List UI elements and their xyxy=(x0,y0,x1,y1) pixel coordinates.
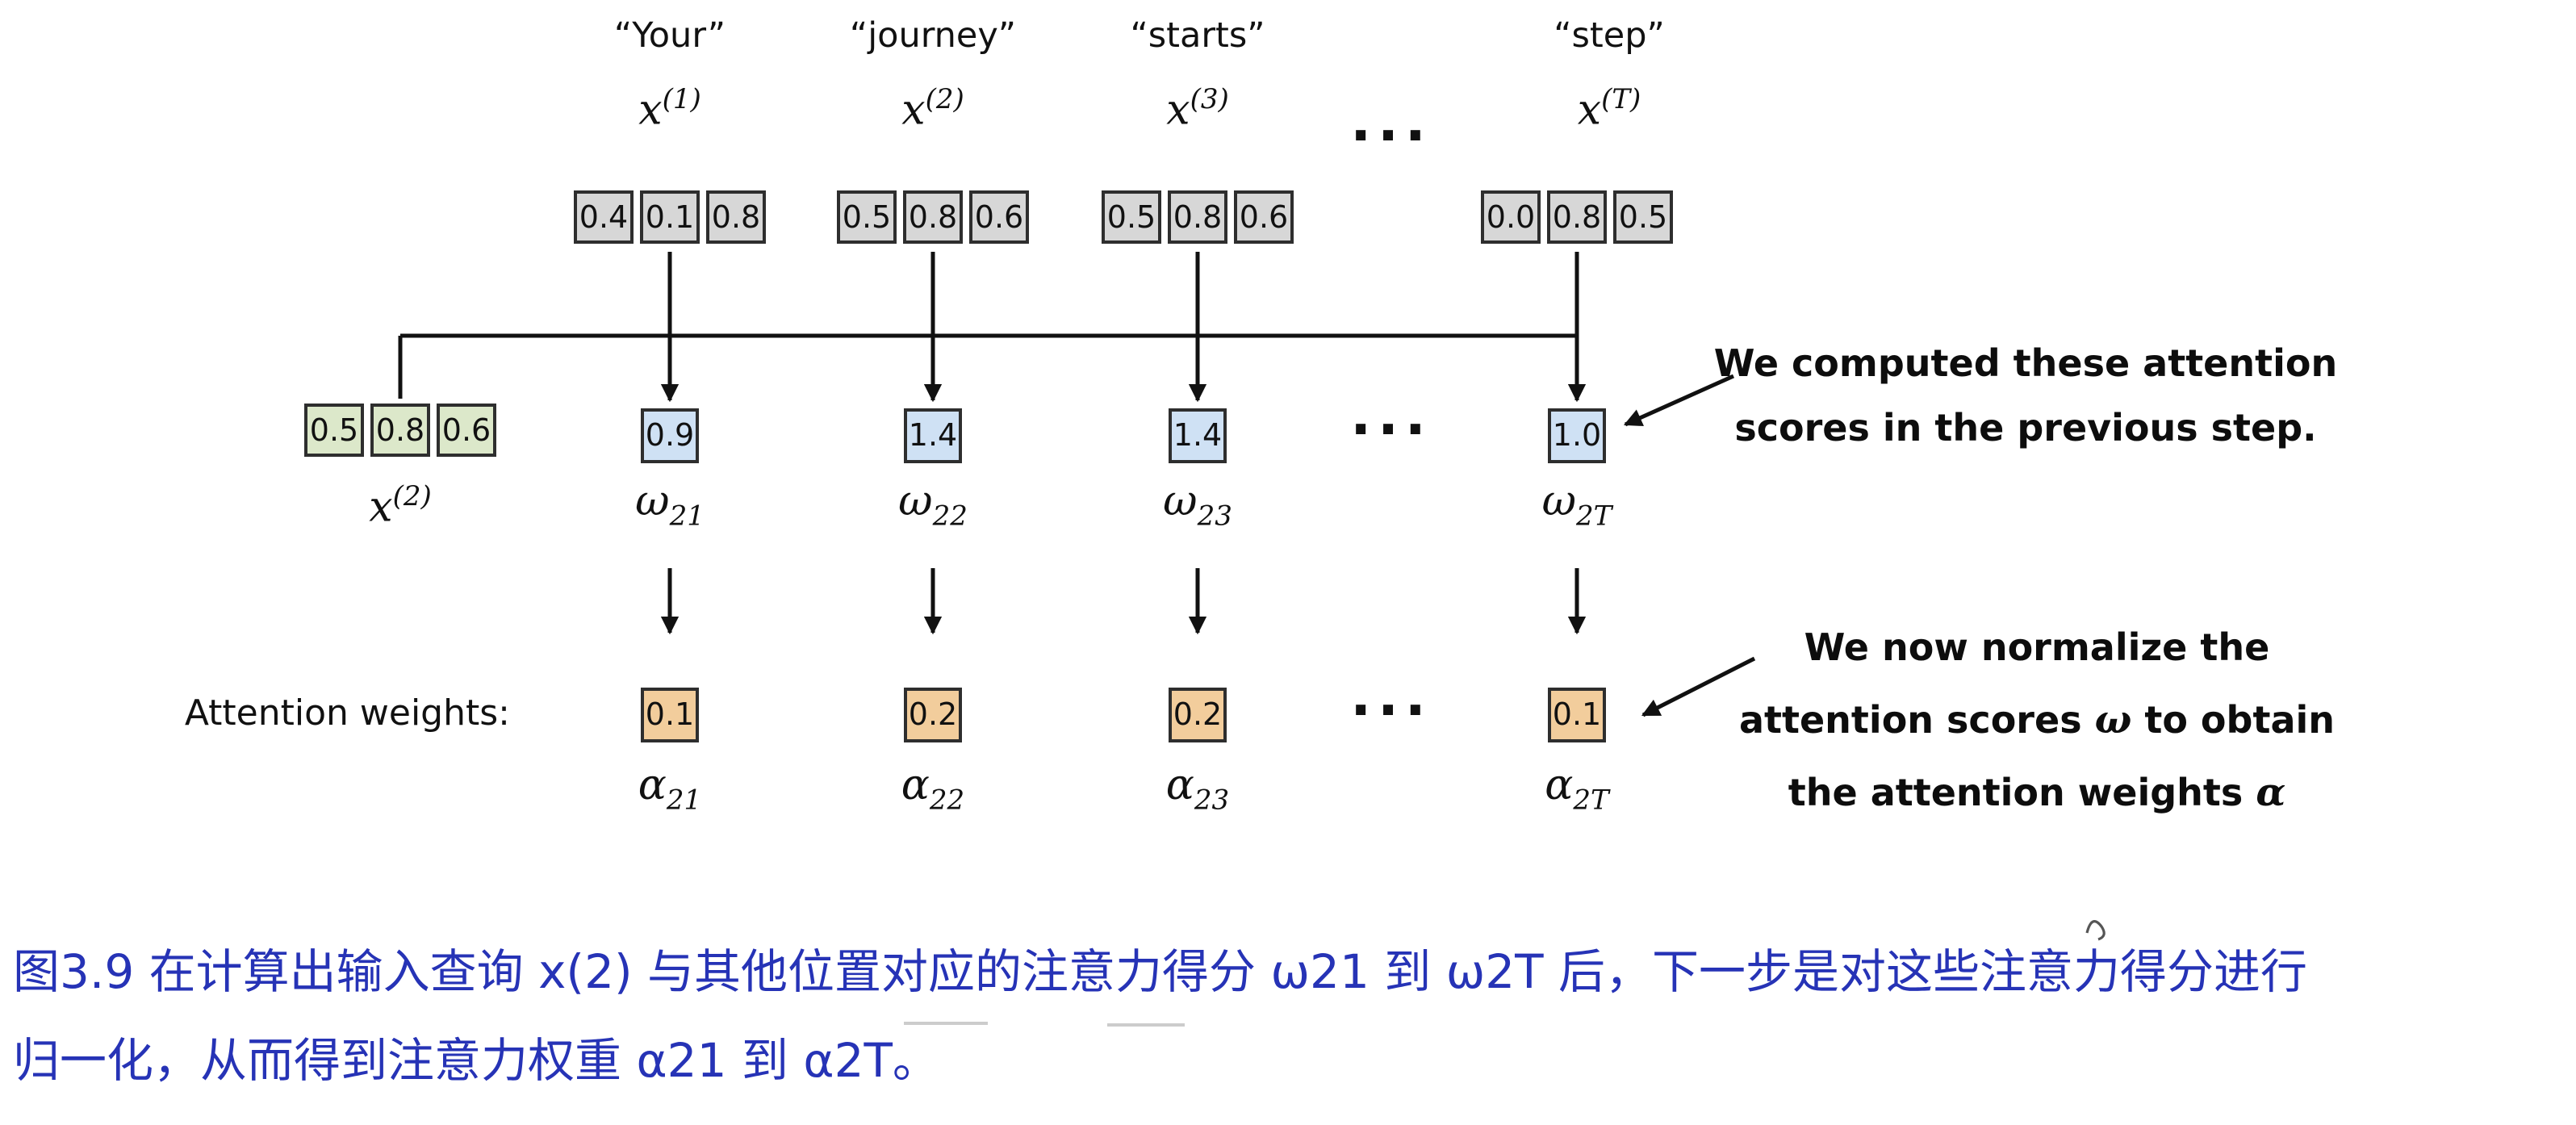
ellipsis-weights: ... xyxy=(1350,665,1432,730)
ellipsis-tokens: ... xyxy=(1350,90,1432,155)
attention-weight-box: 0.2 xyxy=(904,688,962,742)
token-column-2: “journey” x(2) 0.5 0.8 0.6 1.4 ω22 0.2 α… xyxy=(788,0,1078,1125)
vector-cell: 0.8 xyxy=(1168,190,1227,244)
normalize-line2-text: attention scores xyxy=(1738,701,2095,742)
vector-cell: 0.5 xyxy=(1613,190,1673,244)
vector-cell: 0.4 xyxy=(574,190,634,244)
x-base: x xyxy=(1166,86,1190,136)
vector-cell: 0.6 xyxy=(969,190,1029,244)
embedding-vector: 0.5 0.8 0.6 xyxy=(1102,190,1294,244)
omega-subscript: 2T xyxy=(1576,500,1612,533)
omega-base: ω xyxy=(1163,478,1198,526)
caption-line-1: 图3.9 在计算出输入查询 x(2) 与其他位置对应的注意力得分 ω21 到 ω… xyxy=(13,944,2308,999)
omega-subscript: 21 xyxy=(669,500,705,533)
embedding-symbol: x(T) xyxy=(1578,84,1641,135)
normalize-line2-text2: to obtain xyxy=(2131,701,2336,742)
query-vector-cell: 0.8 xyxy=(370,404,430,457)
x-superscript: (3) xyxy=(1190,84,1229,116)
attention-score-box: 0.9 xyxy=(641,408,699,463)
alpha-subscript: 21 xyxy=(666,784,702,818)
attention-weight-box: 0.1 xyxy=(1548,688,1606,742)
attention-score-box: 1.4 xyxy=(1169,408,1227,463)
attention-score-symbol: ω22 xyxy=(898,478,968,533)
embedding-symbol: x(3) xyxy=(1166,84,1229,135)
attention-weight-symbol: α2T xyxy=(1545,762,1608,817)
attention-score-symbol: ω2T xyxy=(1542,478,1612,533)
attention-score-box: 1.4 xyxy=(904,408,962,463)
annotation-computed-line2: scores in the previous step. xyxy=(1734,408,2317,450)
token-word: “Your” xyxy=(613,16,726,56)
query-vector: 0.5 0.8 0.6 xyxy=(304,404,496,457)
query-symbol: x(2) xyxy=(369,481,432,532)
vector-cell: 0.5 xyxy=(1102,190,1161,244)
embedding-symbol: x(2) xyxy=(901,84,964,135)
alpha-base: α xyxy=(1545,762,1574,810)
embedding-vector: 0.4 0.1 0.8 xyxy=(574,190,766,244)
x-superscript: (T) xyxy=(1601,84,1641,116)
alpha-base: α xyxy=(638,762,667,810)
omega-base: ω xyxy=(1541,478,1577,526)
omega-symbol: ω xyxy=(2094,696,2132,742)
annotation-normalize: We now normalize the attention scores ω … xyxy=(1698,613,2376,830)
vector-cell: 0.0 xyxy=(1481,190,1541,244)
vector-cell: 0.1 xyxy=(640,190,700,244)
embedding-vector: 0.0 0.8 0.5 xyxy=(1481,190,1673,244)
vector-cell: 0.6 xyxy=(1234,190,1294,244)
x-base: x xyxy=(638,86,663,136)
alpha-subscript: 23 xyxy=(1194,784,1230,818)
attention-score-symbol: ω21 xyxy=(635,478,705,533)
attention-weight-symbol: α23 xyxy=(1166,762,1229,817)
alpha-symbol: α xyxy=(2256,768,2286,815)
annotation-computed: We computed these attention scores in th… xyxy=(1695,332,2356,462)
query-vector-cell: 0.6 xyxy=(437,404,496,457)
x-superscript: (2) xyxy=(392,481,432,513)
attention-score-symbol: ω23 xyxy=(1163,478,1232,533)
attention-score-box: 1.0 xyxy=(1548,408,1606,463)
omega-subscript: 22 xyxy=(932,500,968,533)
x-base: x xyxy=(901,86,926,136)
token-word: “step” xyxy=(1554,16,1665,56)
annotation-normalize-line3: the attention weights α xyxy=(1698,757,2376,830)
vector-cell: 0.8 xyxy=(706,190,766,244)
token-word: “starts” xyxy=(1130,16,1265,56)
token-column-4: “step” x(T) 0.0 0.8 0.5 1.0 ω2T 0.1 α2T xyxy=(1432,0,1722,1125)
alpha-subscript: 22 xyxy=(929,784,965,818)
ellipsis-scores: ... xyxy=(1350,384,1432,449)
normalize-line3-text: the attention weights xyxy=(1788,773,2256,815)
query-column: 0.5 0.8 0.6 x(2) xyxy=(255,0,546,1125)
omega-subscript: 23 xyxy=(1197,500,1232,533)
token-word: “journey” xyxy=(849,16,1017,56)
omega-base: ω xyxy=(898,478,933,526)
x-superscript: (2) xyxy=(925,84,964,116)
attention-weights-label: Attention weights: xyxy=(184,694,510,734)
vector-cell: 0.8 xyxy=(1547,190,1607,244)
figure-caption: 图3.9 在计算出输入查询 x(2) 与其他位置对应的注意力得分 ω21 到 ω… xyxy=(13,928,2566,1106)
x-superscript: (1) xyxy=(662,84,701,116)
vector-cell: 0.5 xyxy=(837,190,897,244)
token-column-1: “Your” x(1) 0.4 0.1 0.8 0.9 ω21 0.1 α21 xyxy=(525,0,815,1125)
x-base: x xyxy=(369,483,393,533)
attention-weight-box: 0.2 xyxy=(1169,688,1227,742)
token-column-3: “starts” x(3) 0.5 0.8 0.6 1.4 ω23 0.2 α2… xyxy=(1052,0,1343,1125)
attention-weight-box: 0.1 xyxy=(641,688,699,742)
attention-weight-symbol: α21 xyxy=(638,762,701,817)
embedding-symbol: x(1) xyxy=(638,84,701,135)
annotation-computed-line1: We computed these attention xyxy=(1713,344,2338,386)
caption-line-2: 归一化，从而得到注意力权重 α21 到 α2T。 xyxy=(13,1033,939,1088)
query-vector-cell: 0.5 xyxy=(304,404,364,457)
vector-cell: 0.8 xyxy=(903,190,963,244)
annotation-normalize-line2: attention scores ω to obtain xyxy=(1698,684,2376,757)
omega-base: ω xyxy=(635,478,670,526)
x-base: x xyxy=(1577,86,1602,136)
alpha-subscript: 2T xyxy=(1573,784,1609,818)
embedding-vector: 0.5 0.8 0.6 xyxy=(837,190,1029,244)
attention-weight-symbol: α22 xyxy=(901,762,964,817)
alpha-base: α xyxy=(901,762,930,810)
alpha-base: α xyxy=(1165,762,1194,810)
annotation-normalize-line1: We now normalize the xyxy=(1804,628,2270,670)
